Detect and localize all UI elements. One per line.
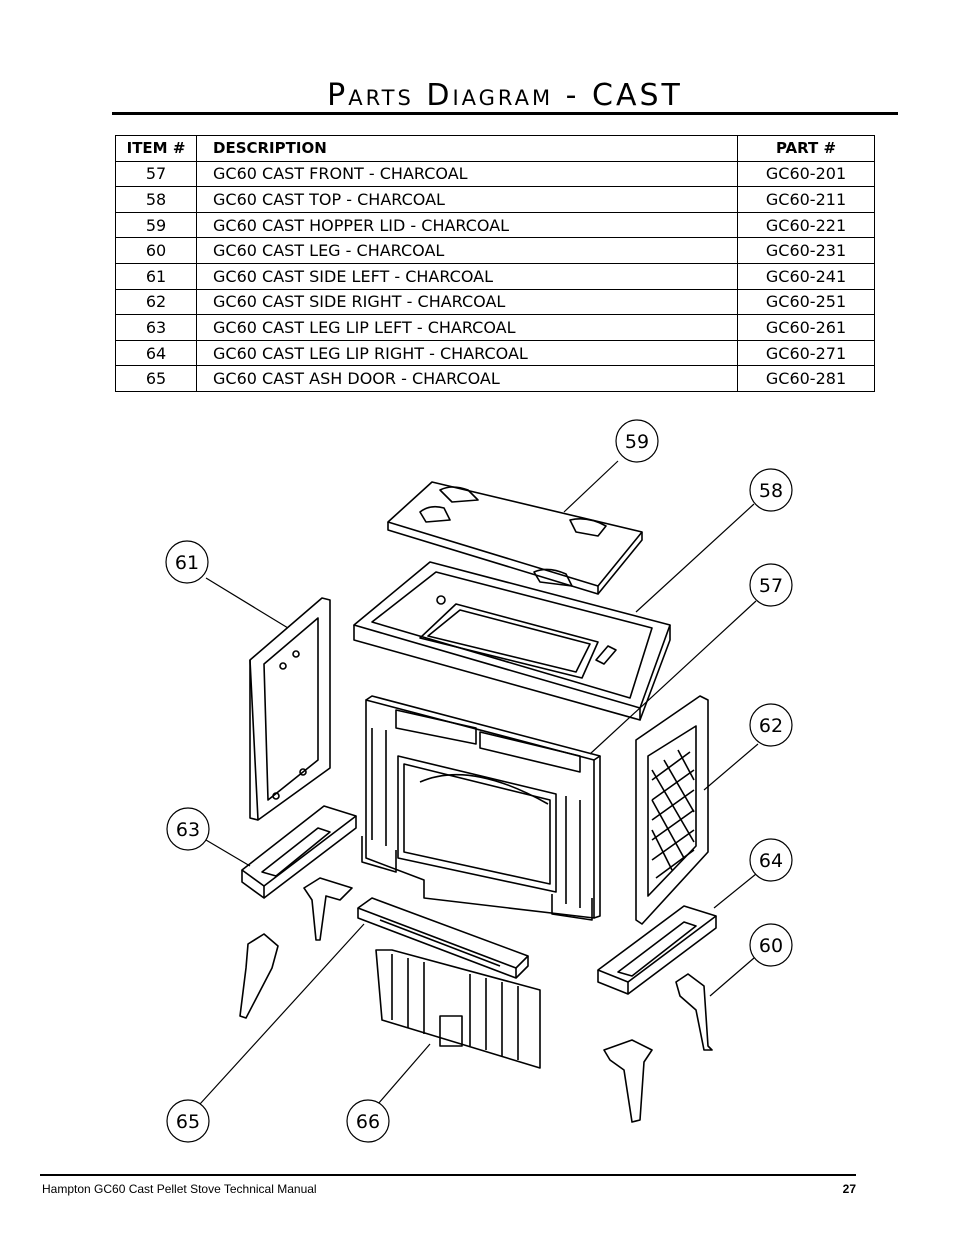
callout-63-circle [166,807,210,851]
item-number: 57 [115,160,197,188]
part-number: GC60-211 [737,186,875,213]
part-number: GC60-221 [737,211,875,239]
callout-64-circle [749,838,793,882]
callout-61: 61 [175,552,199,574]
item-description: GC60 CAST ASH DOOR - CHARCOAL [196,365,738,392]
header-item: ITEM # [115,135,197,162]
header-part: PART # [737,135,875,162]
table-row: 57 GC60 CAST FRONT - CHARCOAL GC60-201 [115,160,875,188]
footer-divider [40,1174,856,1176]
callout-57: 57 [759,575,783,597]
leg-lip-left-part [241,805,357,899]
callout-59: 59 [625,431,649,453]
item-description: GC60 CAST SIDE RIGHT - CHARCOAL [196,288,738,316]
item-number: 59 [115,211,197,239]
item-description: GC60 CAST HOPPER LID - CHARCOAL [196,211,738,239]
callout-58: 58 [759,480,783,502]
item-number: 64 [115,339,197,367]
item-number: 60 [115,237,197,264]
item-description: GC60 CAST LEG - CHARCOAL [196,237,738,264]
callout-65: 65 [176,1111,200,1133]
table-row: 60 GC60 CAST LEG - CHARCOAL GC60-231 [115,237,875,264]
leader-58 [635,503,755,613]
item-description: GC60 CAST SIDE LEFT - CHARCOAL [196,262,738,290]
callout-58-circle [749,468,793,512]
title-divider [112,112,898,115]
table-header-row: ITEM # DESCRIPTION PART # [115,135,875,162]
leader-60 [709,957,755,997]
leg-part [239,877,713,1123]
leader-63 [205,839,251,867]
part-number: GC60-281 [737,365,875,392]
part-number: GC60-251 [737,288,875,316]
part-number: GC60-271 [737,339,875,367]
item-number: 61 [115,262,197,290]
item-description: GC60 CAST FRONT - CHARCOAL [196,160,738,188]
leader-61 [205,577,289,629]
side-left-part [249,597,331,821]
page-title: Parts Diagram - CAST [327,78,683,113]
footer-page-number: 27 [842,1182,856,1196]
table-row: 62 GC60 CAST SIDE RIGHT - CHARCOAL GC60-… [115,288,875,316]
leader-59 [563,460,619,513]
table-row: 59 GC60 CAST HOPPER LID - CHARCOAL GC60-… [115,211,875,239]
callout-66-circle [346,1099,390,1143]
callout-62-circle [749,703,793,747]
leader-62 [703,743,759,791]
part-number: GC60-231 [737,237,875,264]
leader-66 [377,1043,431,1105]
part-number: GC60-261 [737,314,875,341]
callout-64: 64 [759,850,783,872]
header-description: DESCRIPTION [196,135,738,162]
ash-pan-part [375,949,541,1069]
part-number: GC60-201 [737,160,875,188]
callout-61-circle [165,540,209,584]
table-row: 58 GC60 CAST TOP - CHARCOAL GC60-211 [115,186,875,213]
footer-manual-title: Hampton GC60 Cast Pellet Stove Technical… [42,1182,317,1196]
callout-60-circle [749,923,793,967]
item-number: 62 [115,288,197,316]
item-number: 63 [115,314,197,341]
exploded-parts-diagram: 59 58 57 61 62 63 64 60 65 66 [165,419,793,1143]
hopper-lid-part [387,481,643,595]
item-number: 65 [115,365,197,392]
table-row: 63 GC60 CAST LEG LIP LEFT - CHARCOAL GC6… [115,314,875,341]
ash-door-part [357,897,529,979]
side-right-part [635,695,709,925]
item-number: 58 [115,186,197,213]
front-part [361,695,601,921]
leg-lip-right-part [597,905,717,995]
callout-66: 66 [356,1111,380,1133]
table-row: 61 GC60 CAST SIDE LEFT - CHARCOAL GC60-2… [115,262,875,290]
item-description: GC60 CAST LEG LIP RIGHT - CHARCOAL [196,339,738,367]
callout-59-circle [615,419,659,463]
callout-60: 60 [759,935,783,957]
item-description: GC60 CAST LEG LIP LEFT - CHARCOAL [196,314,738,341]
callout-57-circle [749,563,793,607]
leader-57 [589,600,757,755]
leader-65 [199,923,365,1105]
table-row: 65 GC60 CAST ASH DOOR - CHARCOAL GC60-28… [115,365,875,392]
table-row: 64 GC60 CAST LEG LIP RIGHT - CHARCOAL GC… [115,339,875,367]
item-description: GC60 CAST TOP - CHARCOAL [196,186,738,213]
parts-table: ITEM # DESCRIPTION PART # 57 GC60 CAST F… [115,135,875,392]
top-part [353,561,671,721]
callout-65-circle [166,1099,210,1143]
callout-63: 63 [176,819,200,841]
part-number: GC60-241 [737,262,875,290]
leader-lines [199,460,759,1105]
leader-64 [713,873,757,909]
callout-62: 62 [759,715,783,737]
